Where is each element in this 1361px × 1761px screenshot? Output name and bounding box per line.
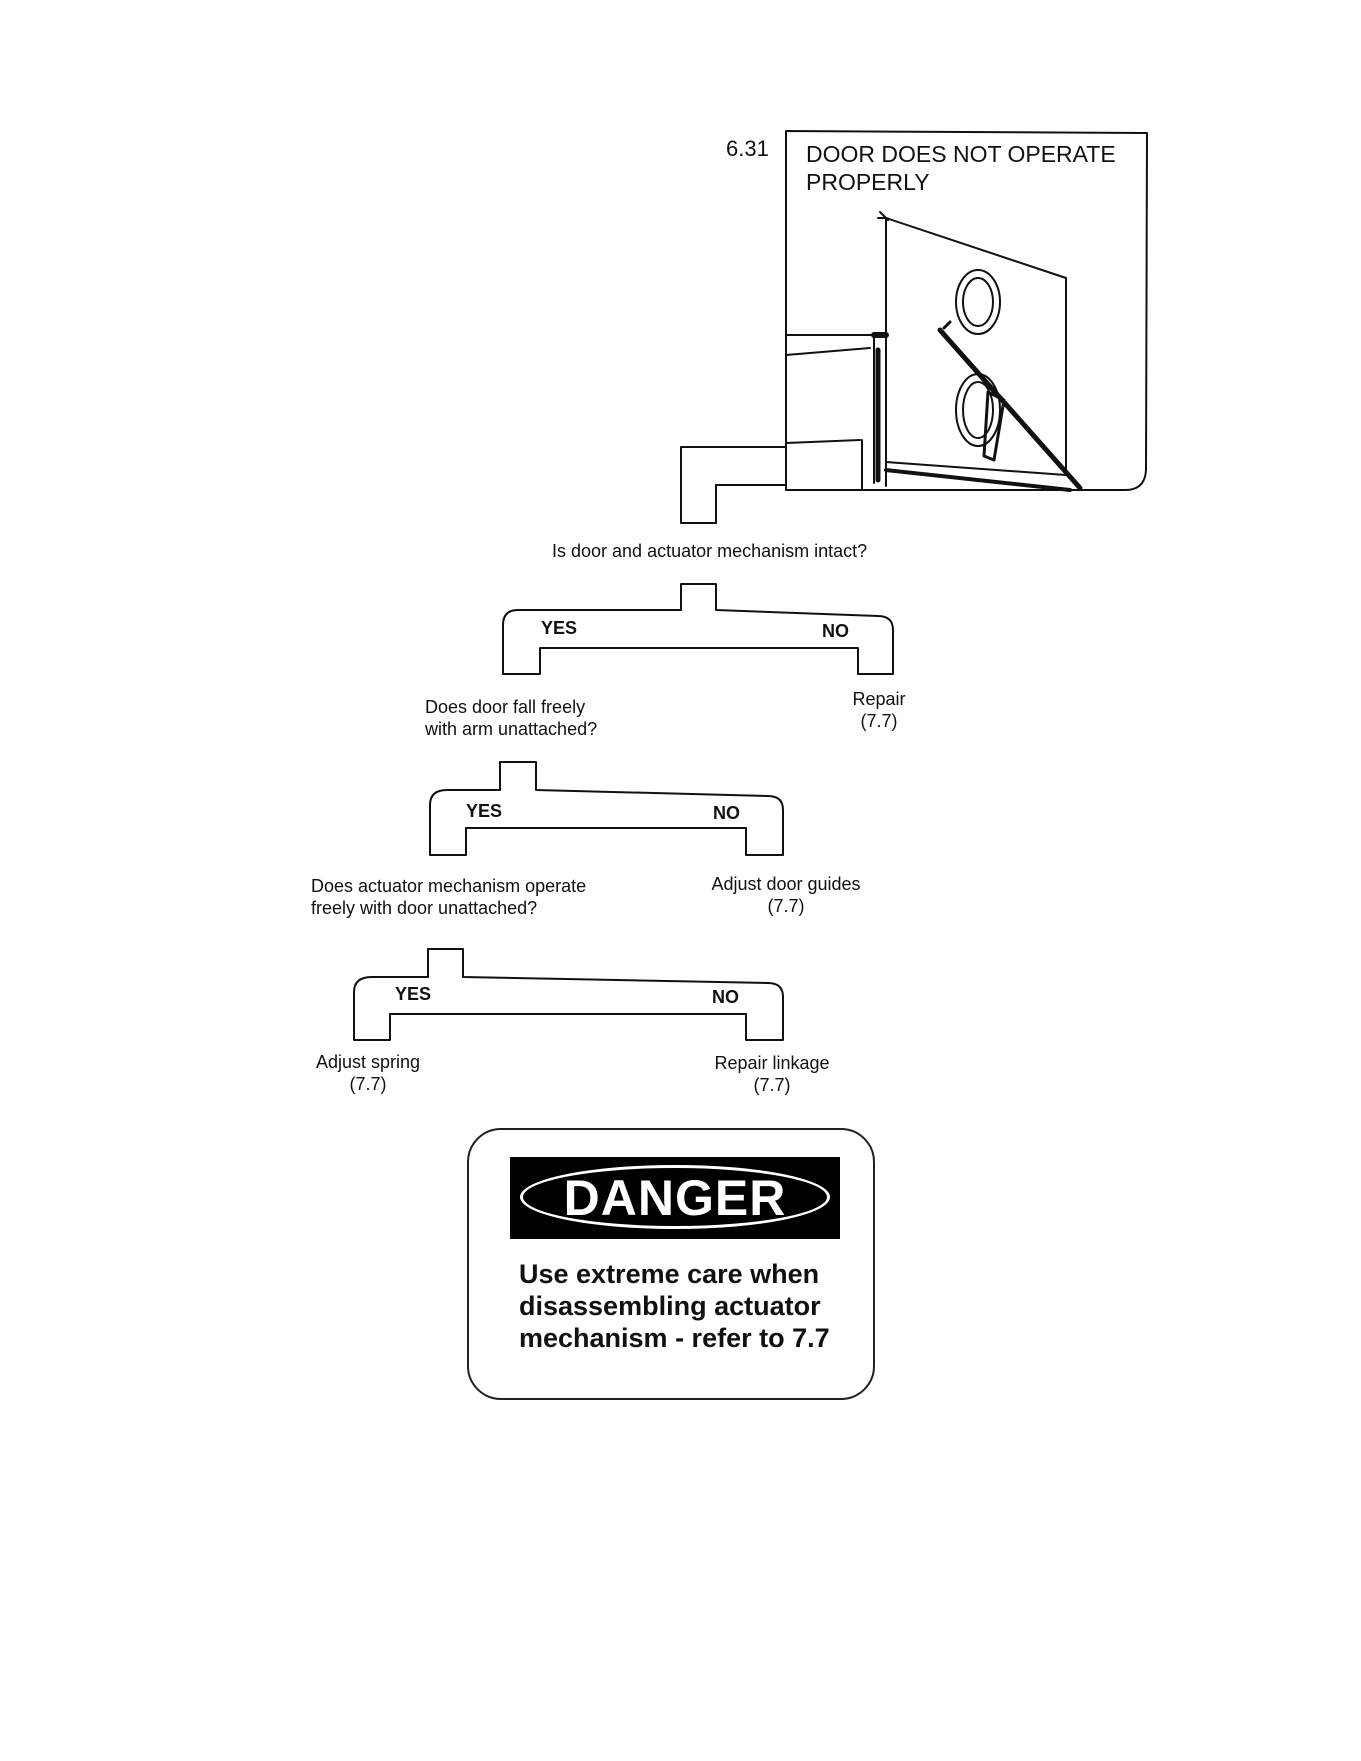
question-2-yes-label: YES [466,801,503,821]
page-title: DOOR DOES NOT OPERATE PROPERLY [806,141,1116,195]
question-3: Does actuator mechanism operate freely w… [311,876,587,918]
branch-2-connector [429,761,784,856]
question-2: Does door fall freely with arm unattache… [425,697,598,739]
danger-panel: DANGER Use extreme care when disassembli… [467,1128,875,1400]
danger-heading: DANGER [563,1170,787,1226]
question-1-no-result: Repair (7.7) [852,689,906,731]
branch-3-connector [353,948,784,1041]
question-3-yes-label: YES [395,984,432,1004]
entry-connector [679,446,787,524]
question-2-no-result: Adjust door guides (7.7) [711,874,861,916]
branch-1-connector [502,583,894,675]
header-box [785,130,1148,491]
question-2-no-label: NO [713,803,740,823]
question-3-no-result: Repair linkage (7.7) [714,1053,830,1095]
danger-message: Use extreme care when disassembling actu… [519,1259,830,1353]
section-number: 6.31 [726,136,769,161]
danger-sign: DANGER [510,1157,840,1239]
danger-oval-icon [520,1165,830,1229]
question-1: Is door and actuator mechanism intact? [552,541,868,561]
question-3-no-label: NO [712,987,739,1007]
question-1-yes-label: YES [541,618,578,638]
question-1-no-label: NO [822,621,849,641]
door-actuator-illustration-icon [785,211,1083,492]
question-3-yes-result: Adjust spring (7.7) [315,1052,421,1094]
